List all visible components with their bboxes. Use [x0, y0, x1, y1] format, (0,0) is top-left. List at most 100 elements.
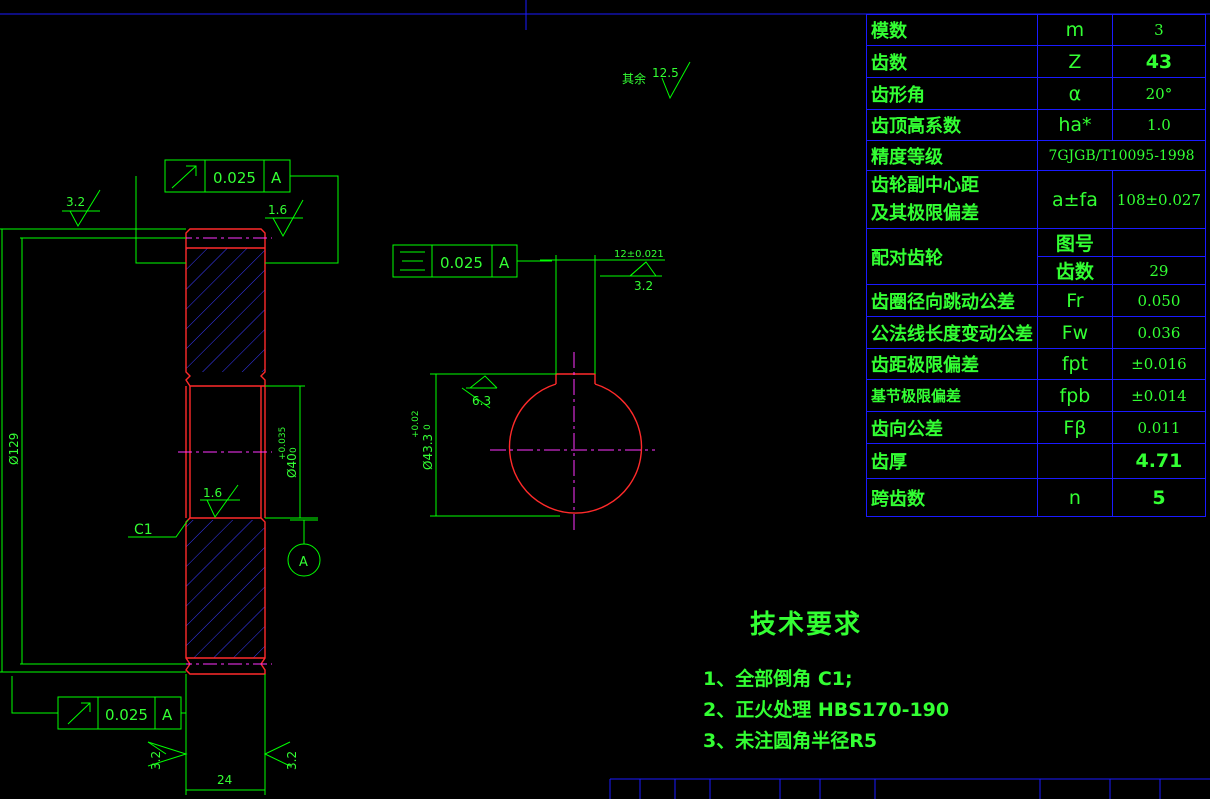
table-row: 跨齿数 n 5	[866, 478, 1207, 517]
requirement-item: 2、正火处理 HBS170-190	[703, 699, 950, 721]
param-symbol: m	[1037, 14, 1113, 46]
param-name: 公法线长度变动公差	[866, 316, 1038, 349]
roughness-other-value: 12.5	[652, 66, 679, 80]
bore-view	[430, 255, 665, 530]
chamfer-label: C1	[134, 522, 153, 538]
param-name: 齿轮副中心距及其极限偏差	[866, 170, 1038, 229]
table-row: 齿数 29	[867, 256, 1207, 285]
dim-keyway-width: 12±0.021	[614, 249, 664, 260]
tol-top-value: 0.025	[213, 169, 256, 187]
dim-keyway-depth: Ø43.3	[421, 434, 435, 470]
bore-dimensions	[430, 255, 665, 517]
param-value: ±0.016	[1111, 348, 1207, 380]
param-name: 齿圈径向跳动公差	[866, 284, 1038, 317]
gear-section	[178, 228, 272, 675]
dim-bore-tol-up: +0.035	[278, 427, 288, 460]
table-row: 齿圈径向跳动公差 Fr 0.050	[866, 284, 1207, 317]
param-value: 0.036	[1111, 316, 1207, 349]
table-row: 齿数 Z 43	[866, 45, 1207, 78]
table-row: 基节极限偏差 fpb ±0.014	[866, 379, 1207, 412]
tol-sym-datum: A	[499, 254, 510, 272]
table-row: 精度等级 7GJGB/T10095-1998	[866, 140, 1206, 171]
param-symbol: Fβ	[1037, 411, 1113, 444]
param-value	[1111, 228, 1207, 257]
roughness-br: 3.2	[285, 751, 299, 770]
dim-bore-tol-lo: 0	[289, 447, 299, 453]
param-name: 配对齿轮	[866, 228, 1038, 285]
requirement-item: 1、全部倒角 C1;	[703, 668, 853, 690]
param-value: 20°	[1111, 77, 1207, 110]
bore-centerlines	[490, 352, 655, 530]
dim-keyway-depth-lo: 0	[423, 424, 433, 430]
param-name: 齿厚	[866, 443, 1038, 479]
param-name: 齿向公差	[866, 411, 1038, 444]
roughness-symbols	[69, 61, 691, 767]
param-symbol	[1037, 443, 1113, 479]
dim-od: Ø129	[7, 433, 21, 465]
table-row: 齿厚 4.71	[866, 443, 1207, 479]
param-name: 齿顶高系数	[866, 109, 1038, 141]
param-symbol: n	[1037, 478, 1113, 517]
roughness-mid: 1.6	[203, 486, 222, 500]
param-symbol: a±fa	[1037, 170, 1113, 229]
param-name: 模数	[866, 14, 1038, 46]
param-value: 3	[1111, 14, 1207, 46]
tol-bottom-datum: A	[162, 706, 173, 724]
param-symbol: fpt	[1037, 348, 1113, 380]
table-row: 齿轮副中心距及其极限偏差 a±fa 108±0.027	[866, 170, 1207, 229]
param-sub-label: 图号	[1037, 228, 1113, 257]
param-name: 齿距极限偏差	[866, 348, 1038, 380]
tol-bottom-value: 0.025	[105, 706, 148, 724]
param-value: 7GJGB/T10095-1998	[1037, 140, 1206, 171]
roughness-tr: 1.6	[268, 203, 287, 217]
param-name: 基节极限偏差	[866, 379, 1038, 412]
tolerance-frames	[57, 159, 552, 730]
param-value: ±0.014	[1111, 379, 1207, 412]
tol-top-datum: A	[271, 169, 282, 187]
requirement-item: 3、未注圆角半径R5	[703, 730, 878, 752]
param-value: 4.71	[1111, 443, 1207, 479]
table-row: 齿顶高系数 ha* 1.0	[866, 109, 1207, 141]
table-row: 齿向公差 Fβ 0.011	[866, 411, 1207, 444]
param-symbol: Fr	[1037, 284, 1113, 317]
param-value: 0.050	[1111, 284, 1207, 317]
param-symbol: Z	[1037, 45, 1113, 78]
tol-sym-value: 0.025	[440, 254, 483, 272]
param-symbol: Fw	[1037, 316, 1113, 349]
param-name: 跨齿数	[866, 478, 1038, 517]
table-row: 模数 m 3	[866, 14, 1207, 46]
param-symbol: fpb	[1037, 379, 1113, 412]
table-row: 配对齿轮 图号	[866, 228, 1207, 285]
roughness-bore: 6.3	[472, 394, 491, 408]
roughness-key: 3.2	[634, 279, 653, 293]
table-row: 公法线长度变动公差 Fw 0.036	[866, 316, 1207, 349]
gear-dimensions	[0, 175, 339, 795]
requirements-title: 技术要求	[750, 610, 863, 640]
table-row: 齿距极限偏差 fpt ±0.016	[866, 348, 1207, 380]
param-name: 齿数	[866, 45, 1038, 78]
datum-a-label: A	[299, 555, 308, 570]
param-value: 29	[1111, 256, 1207, 285]
param-value: 43	[1111, 45, 1207, 78]
drawing-labels: 其余 12.5 3.2 1.6 1.6 6.3 3.2 3.2 3.2 24 1…	[7, 66, 679, 787]
param-value: 1.0	[1111, 109, 1207, 141]
dim-keyway-depth-up: +0.02	[411, 410, 421, 438]
bore-circle	[508, 383, 643, 514]
param-value: 0.011	[1111, 411, 1207, 444]
table-row: 齿形角 α 20°	[866, 77, 1207, 110]
param-value: 5	[1111, 478, 1207, 517]
roughness-tl: 3.2	[66, 195, 85, 209]
param-sub-label: 齿数	[1037, 256, 1113, 285]
roughness-bl: 3.2	[149, 751, 163, 770]
param-name-line1: 齿轮副中心距	[871, 174, 979, 196]
param-name: 齿形角	[866, 77, 1038, 110]
dim-width: 24	[217, 773, 232, 787]
hatch-lower	[186, 520, 265, 658]
param-name-line2: 及其极限偏差	[871, 202, 979, 224]
roughness-other-label: 其余	[622, 71, 646, 86]
gear-parameter-table: 模数 m 3 齿数 Z 43 齿形角 α 20° 齿顶高系数 ha* 1.0 精…	[866, 14, 1207, 517]
param-symbol: ha*	[1037, 109, 1113, 141]
param-name: 精度等级	[866, 140, 1038, 171]
param-symbol: α	[1037, 77, 1113, 110]
